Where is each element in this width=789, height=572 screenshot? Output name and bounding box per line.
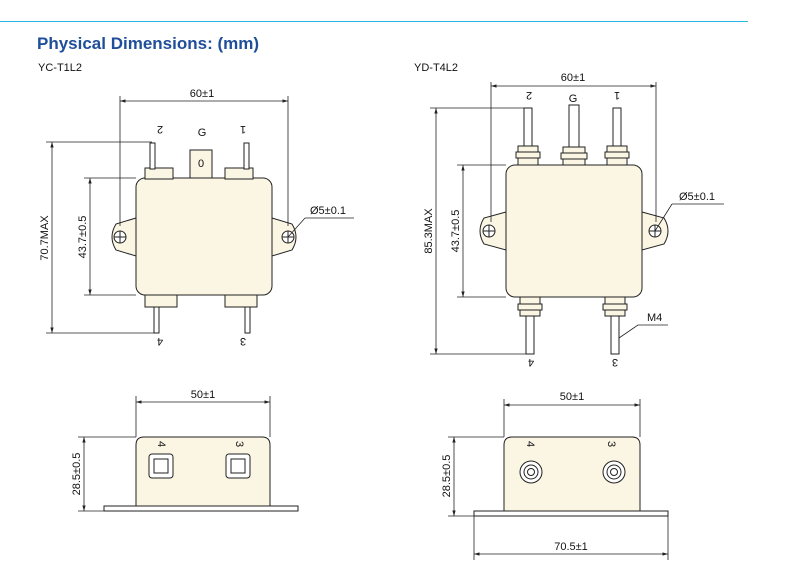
dim-base-width: 70.5±1 <box>554 541 588 553</box>
side-view-yc-t1l2: 4 3 50±1 28.5±0.5 <box>71 389 299 512</box>
terminal-stud-4 <box>525 315 535 355</box>
dim-height-max: 70.7MAX <box>39 215 51 261</box>
dim-width-50: 50±1 <box>191 389 215 401</box>
base-plate <box>103 505 299 512</box>
terminal-tab-1 <box>243 142 250 170</box>
dim-hole-spacing: 43.7±0.5 <box>77 216 89 259</box>
terminal-stud-2 <box>523 107 533 147</box>
dim-width-50: 50±1 <box>560 391 584 403</box>
terminal-tab-2 <box>149 142 156 170</box>
pin-label-g: G <box>198 127 207 139</box>
pin-label-4: 4 <box>157 335 163 347</box>
page-title: Physical Dimensions: (mm) <box>37 34 260 53</box>
front-view-yc-t1l2: 0 2 G 1 4 3 60±1 70.7MAX 43.7±0.5 Ø5±0.1 <box>39 88 354 347</box>
dim-width-60: 60±1 <box>561 72 585 84</box>
terminal-boss-4 <box>144 294 178 308</box>
pin-label-4: 4 <box>524 441 536 447</box>
pin-label-3: 3 <box>612 356 618 368</box>
filter-body <box>505 164 643 298</box>
dim-height-28: 28.5±0.5 <box>441 455 453 498</box>
ground-tab-label: 0 <box>198 158 204 170</box>
pin-label-3: 3 <box>240 335 246 347</box>
dim-height-max: 85.3MAX <box>423 208 435 254</box>
terminal-boss-3 <box>224 294 258 308</box>
pin-label-2: 2 <box>526 89 532 101</box>
pin-label-3: 3 <box>605 441 617 447</box>
dim-width-60: 60±1 <box>190 88 214 100</box>
terminal-stud-1 <box>612 107 622 147</box>
model-label-right: YD-T4L2 <box>414 62 459 74</box>
terminal-tab-4 <box>153 306 160 334</box>
side-view-yd-t4l2: 4 3 50±1 28.5±0.5 70.5±1 <box>441 391 669 560</box>
filter-body <box>135 177 273 296</box>
pin-label-1: 1 <box>614 89 620 101</box>
pin-label-g: G <box>569 93 578 105</box>
pin-label-4: 4 <box>155 441 167 447</box>
header-rule <box>0 21 748 22</box>
terminal-stud-3 <box>610 315 620 355</box>
dim-height-28: 28.5±0.5 <box>71 453 83 496</box>
front-view-yd-t4l2: 2 G 1 4 3 60±1 85.3MAX 43.7±0.5 Ø5±0.1 M… <box>423 72 724 368</box>
thread-label-m4: M4 <box>647 312 662 324</box>
model-label-left: YC-T1L2 <box>38 62 83 74</box>
terminal-boss-2 <box>144 167 174 180</box>
dim-hole-spacing: 43.7±0.5 <box>450 210 462 253</box>
ground-stud <box>568 104 580 148</box>
terminal-tab-3 <box>244 306 251 334</box>
dim-hole-diameter: Ø5±0.1 <box>310 205 346 217</box>
pin-label-1: 1 <box>240 123 246 135</box>
dim-hole-diameter: Ø5±0.1 <box>679 191 715 203</box>
pin-label-2: 2 <box>157 123 163 135</box>
base-plate <box>473 510 669 517</box>
ground-terminal <box>189 149 213 179</box>
terminal-boss-1 <box>224 167 254 180</box>
pin-label-4: 4 <box>528 356 534 368</box>
pin-label-3: 3 <box>233 441 245 447</box>
